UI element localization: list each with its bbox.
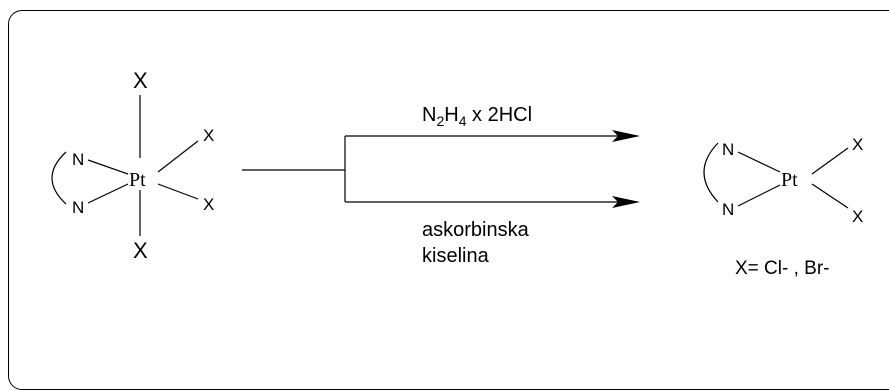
product-bond-n-lower <box>737 184 781 207</box>
reaction-scheme: X N N Pt X X X N2H4 x 2HCl askorbinska k… <box>51 68 863 279</box>
reagent-hydrazine: N2H4 x 2HCl <box>422 104 532 129</box>
reactant-n-upper: N <box>72 150 84 169</box>
reactant-pt: Pt <box>129 169 146 191</box>
arrow-lower-head <box>612 196 640 208</box>
product-bond-x-upper <box>811 147 849 175</box>
product-x-lower: X <box>852 207 863 226</box>
product-bond-n-upper <box>737 151 781 173</box>
reactant-eq-lower-x: X <box>203 195 214 214</box>
product-n-lower: N <box>722 200 734 219</box>
bond-eq-lower-right <box>157 183 199 200</box>
product-pt: Pt <box>781 169 798 191</box>
product-n-upper: N <box>722 140 734 159</box>
reaction-arrows <box>242 130 640 208</box>
reagent-ascorbic-line1: askorbinska <box>422 219 530 241</box>
product-chelate-arc <box>703 142 719 203</box>
reactant-eq-upper-x: X <box>203 126 214 145</box>
reactant-n-lower: N <box>72 198 84 217</box>
product-x-upper: X <box>852 135 863 154</box>
reactant-complex: X N N Pt X X X <box>51 68 214 263</box>
product-bond-x-lower <box>811 183 849 209</box>
bond-n-lower <box>87 183 129 204</box>
bond-n-upper <box>87 159 129 175</box>
product-complex: N N Pt X X <box>703 135 863 226</box>
halide-legend: X= Cl- , Br- <box>735 258 829 279</box>
bond-eq-upper-right <box>157 140 199 173</box>
arrow-upper-head <box>612 130 640 142</box>
reagent-ascorbic-line2: kiselina <box>422 245 490 267</box>
reactant-axial-top-x: X <box>133 68 148 93</box>
reactant-chelate-arc <box>51 151 67 205</box>
reactant-axial-bottom-x: X <box>133 238 148 263</box>
